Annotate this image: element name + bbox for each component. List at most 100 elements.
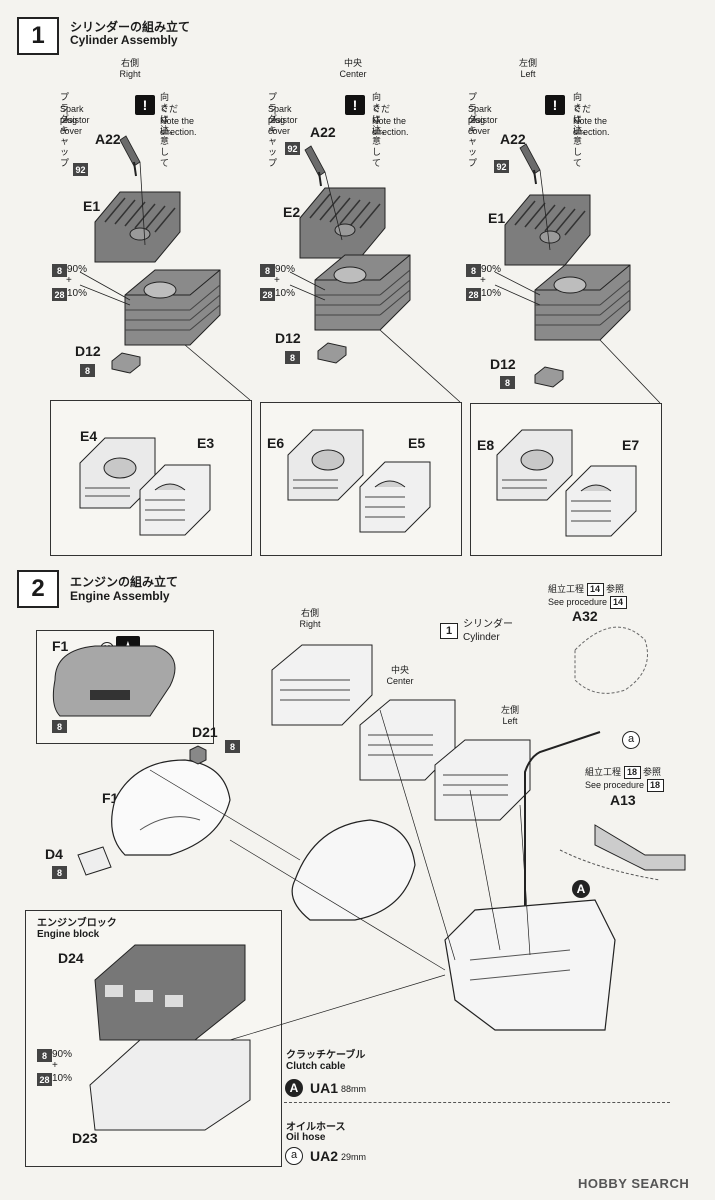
left-jp: 左側 bbox=[500, 705, 519, 715]
part-clip: D12 bbox=[75, 343, 101, 359]
detail-left-part: E6 bbox=[267, 435, 285, 451]
part-d21: D21 bbox=[192, 724, 218, 740]
oil-jp: オイルホース bbox=[286, 1122, 346, 1133]
paint-pct-2: 10% bbox=[481, 288, 502, 299]
oil-length: 29mm bbox=[341, 1152, 367, 1162]
oil-marker: a bbox=[285, 1147, 303, 1165]
clutch-part: UA1 bbox=[310, 1080, 339, 1096]
engine-cover-drawing bbox=[291, 819, 416, 921]
caution-icon: ! bbox=[545, 95, 565, 115]
cap-label-en2: resistor cover bbox=[268, 115, 298, 136]
side-label-en: Left bbox=[520, 69, 536, 79]
paint-color-2: 28 bbox=[52, 288, 67, 301]
part-a32: A32 bbox=[572, 608, 598, 624]
side-label-jp: 中央 bbox=[343, 58, 362, 68]
paint-pct-1: 90% bbox=[275, 264, 296, 275]
block-color-2: 28 bbox=[37, 1073, 52, 1086]
cap-label-jp: プラグキャップ bbox=[468, 92, 478, 168]
note-jp-1: 向きに注意して bbox=[573, 92, 583, 168]
ref2-jp-pre: 組立工程 bbox=[585, 767, 622, 777]
detail-left-part: E4 bbox=[80, 428, 98, 444]
part-plug: A22 bbox=[95, 131, 121, 147]
cap-label-en1: Spark plug bbox=[468, 104, 492, 125]
note-en: Note the direction. bbox=[372, 116, 409, 137]
block-color-1: 8 bbox=[37, 1049, 52, 1062]
block-pct-1: 90% bbox=[52, 1049, 73, 1060]
cap-label-en1: Spark plug bbox=[268, 104, 292, 125]
part-d23: D23 bbox=[72, 1130, 98, 1146]
d21-color-tag: 8 bbox=[225, 740, 240, 753]
cylinder-en: Cylinder bbox=[463, 632, 500, 643]
paint-pct-1: 90% bbox=[67, 264, 88, 275]
engine-main-drawing bbox=[444, 899, 616, 1031]
clip-color-tag: 8 bbox=[500, 376, 515, 389]
inset-part-label: F1 bbox=[52, 638, 69, 654]
f1-cover-drawing bbox=[52, 645, 176, 717]
side-label-jp: 左側 bbox=[518, 58, 537, 68]
oil-en: Oil hose bbox=[286, 1132, 326, 1143]
detail-left-part: E8 bbox=[477, 437, 495, 453]
part-clip: D12 bbox=[490, 356, 516, 372]
part-head: E1 bbox=[488, 210, 506, 226]
side-label-en: Center bbox=[339, 69, 367, 79]
right-jp: 右側 bbox=[300, 608, 319, 618]
detail-right-part: E3 bbox=[197, 435, 215, 451]
f1-outer-drawing bbox=[111, 759, 231, 856]
left-en: Left bbox=[502, 716, 518, 726]
clutch-jp: クラッチケーブル bbox=[286, 1050, 366, 1061]
clutch-divider bbox=[284, 1102, 670, 1103]
caution-icon: ! bbox=[135, 95, 155, 115]
ref1-num: 14 bbox=[586, 583, 604, 596]
cylinder-jp: シリンダー bbox=[463, 619, 513, 630]
ref2-en-line: See procedure 18 bbox=[585, 779, 664, 792]
right-en: Right bbox=[299, 619, 321, 629]
note-en: Note the direction. bbox=[160, 116, 197, 137]
note-jp-2: ください。 bbox=[573, 104, 592, 136]
note-jp-2: ください。 bbox=[372, 104, 391, 136]
part-clip: D12 bbox=[275, 330, 301, 346]
block-pct-2: 10% bbox=[52, 1073, 73, 1084]
cylinder-step-ref: 1 bbox=[440, 623, 458, 639]
ref2-jp-post: 参照 bbox=[643, 767, 662, 777]
ref1-jp-pre: 組立工程 bbox=[548, 584, 585, 594]
detail-right-part: E5 bbox=[408, 435, 426, 451]
block-plus: + bbox=[52, 1060, 58, 1071]
step-1-number: 1 bbox=[17, 17, 59, 55]
center-en: Center bbox=[386, 676, 414, 686]
plug-color-tag: 92 bbox=[73, 163, 88, 176]
paint-pct-2: 10% bbox=[67, 288, 88, 299]
caution-icon: ! bbox=[345, 95, 365, 115]
step-2-title-en: Engine Assembly bbox=[70, 589, 170, 603]
cap-label-jp: プラグキャップ bbox=[268, 92, 278, 168]
ref1-jp-post: 参照 bbox=[606, 584, 625, 594]
paint-color-1: 8 bbox=[466, 264, 481, 277]
block-jp: エンジンブロック bbox=[37, 918, 117, 929]
plug-color-tag: 92 bbox=[494, 160, 509, 173]
inset-color-tag: 8 bbox=[52, 720, 67, 733]
marker-a-circle: a bbox=[622, 731, 640, 749]
ref1-en-line: See procedure 14 bbox=[548, 596, 627, 609]
paint-plus: + bbox=[274, 275, 280, 286]
step-2-title-jp: エンジンの組み立て bbox=[70, 575, 179, 589]
paint-color-2: 28 bbox=[466, 288, 481, 301]
note-jp-1: 向きに注意して bbox=[372, 92, 382, 168]
cap-label-en1: Spark plug bbox=[60, 104, 84, 125]
ref2-num-en: 18 bbox=[646, 779, 664, 792]
part-plug: A22 bbox=[500, 131, 526, 147]
part-plug: A22 bbox=[310, 124, 336, 140]
part-head: E1 bbox=[83, 198, 101, 214]
plug-color-tag: 92 bbox=[285, 142, 300, 155]
paint-plus: + bbox=[66, 275, 72, 286]
step1-drawings bbox=[79, 135, 661, 537]
ref2-num: 18 bbox=[623, 766, 641, 779]
part-d24: D24 bbox=[58, 950, 84, 966]
ref1-en: See procedure bbox=[548, 597, 608, 607]
cap-label-en2: resistor cover bbox=[468, 115, 498, 136]
part-a13: A13 bbox=[610, 792, 636, 808]
part-head: E2 bbox=[283, 204, 301, 220]
note-en: Note the direction. bbox=[573, 116, 610, 137]
side-label-jp: 右側 bbox=[120, 58, 139, 68]
paint-color-1: 8 bbox=[260, 264, 275, 277]
note-jp-2: ください。 bbox=[160, 104, 179, 136]
clip-color-tag: 8 bbox=[80, 364, 95, 377]
